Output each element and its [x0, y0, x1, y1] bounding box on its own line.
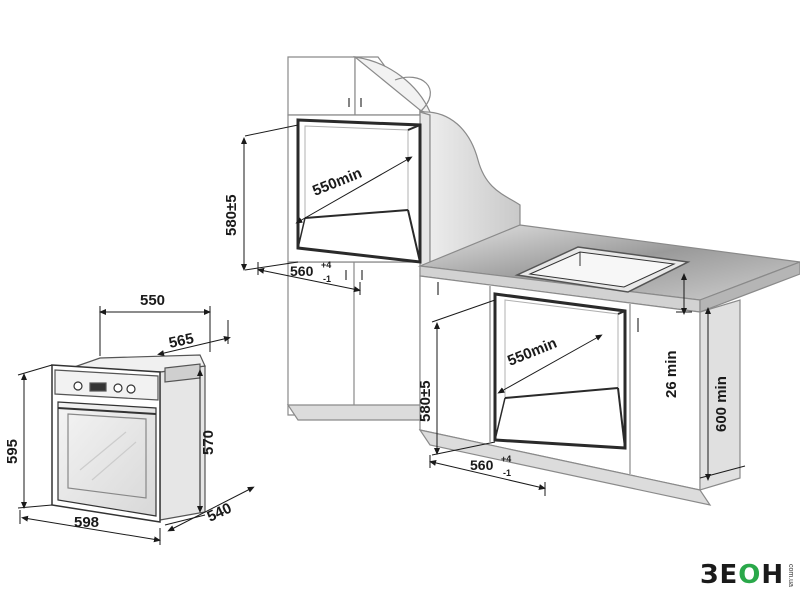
lower-width-tol-plus: +4 [501, 454, 511, 464]
wall-panel [419, 111, 521, 263]
oven-dimensions [17, 306, 255, 545]
lower-width-tol-minus: -1 [503, 468, 511, 478]
brand-logo-domain: com.ua [787, 563, 795, 587]
lower-niche [493, 292, 627, 450]
upper-width-tol-minus: -1 [323, 274, 331, 284]
brand-logo: ЗЕОН com.ua [700, 560, 794, 590]
lower-niche-height-label: 580±5 [417, 380, 434, 422]
brand-logo-text: ЗЕОН [700, 560, 785, 590]
upper-niche-height-label: 580±5 [223, 194, 240, 236]
upper-dimensions [241, 124, 413, 295]
oven-body-height-label: 570 [200, 430, 217, 455]
oven-width-label: 598 [74, 514, 99, 531]
lower-niche-width-label: 560 [470, 457, 494, 473]
upper-width-tol-plus: +4 [321, 260, 331, 270]
oven-body-depth-540-label: 540 [205, 500, 235, 526]
oven-top-depth-label: 550 [140, 292, 165, 309]
oven-unit [51, 354, 206, 523]
countertop-gap-label: 26 min [663, 350, 680, 398]
hob-cutout [514, 246, 691, 293]
oven-height-label: 595 [4, 439, 21, 464]
oven-body-depth-label: 565 [167, 330, 195, 352]
upper-niche-width-label: 560 [290, 263, 314, 279]
lower-dimensions [429, 273, 746, 496]
worktop-height-label: 600 min [713, 376, 730, 432]
